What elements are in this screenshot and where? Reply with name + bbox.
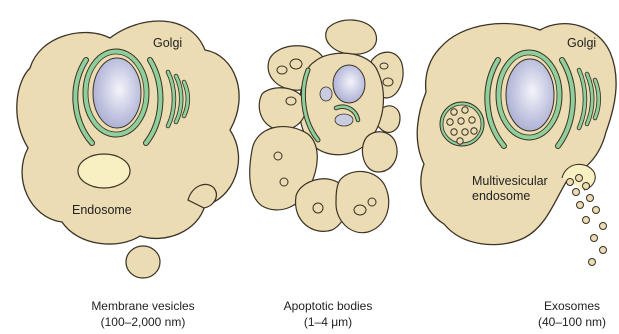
apoptotic-body-mid-right: [362, 132, 397, 172]
caption-membrane-vesicles-range: (100–2,000 nm): [78, 314, 208, 330]
caption-apoptotic-bodies: Apoptotic bodies (1–4 μm): [268, 298, 388, 330]
caption-membrane-vesicles-title: Membrane vesicles: [78, 298, 208, 314]
caption-exosomes: Exosomes (40–100 nm): [528, 298, 616, 330]
endosome-label: Endosome: [72, 203, 132, 218]
middle-cell: [250, 20, 403, 233]
caption-apoptotic-bodies-title: Apoptotic bodies: [268, 298, 388, 314]
released-vesicle: [126, 246, 160, 278]
golgi-label-right: Golgi: [567, 36, 596, 51]
nuclear-fragment: [333, 65, 365, 103]
left-nucleus: [83, 49, 149, 137]
caption-membrane-vesicles: Membrane vesicles (100–2,000 nm): [78, 298, 208, 330]
caption-apoptotic-bodies-range: (1–4 μm): [268, 314, 388, 330]
golgi-label-left: Golgi: [153, 36, 182, 51]
nuclear-fragment-small: [320, 87, 332, 101]
apoptotic-body-bottom-right: [336, 171, 389, 232]
caption-exosomes-range: (40–100 nm): [528, 314, 616, 330]
multivesicular-endosome-label: Multivesicular endosome: [472, 174, 548, 204]
nuclear-fragment-lower: [335, 114, 353, 126]
apoptotic-body-top-right: [326, 20, 377, 54]
exosomes: [567, 175, 607, 266]
endosome: [78, 154, 130, 188]
apoptotic-body-left-mid: [259, 88, 305, 130]
left-cell: [17, 21, 239, 278]
caption-exosomes-title: Exosomes: [528, 298, 616, 314]
right-nucleus: [496, 50, 562, 140]
multivesicular-endosome: [440, 102, 484, 146]
right-cell: [417, 24, 616, 245]
